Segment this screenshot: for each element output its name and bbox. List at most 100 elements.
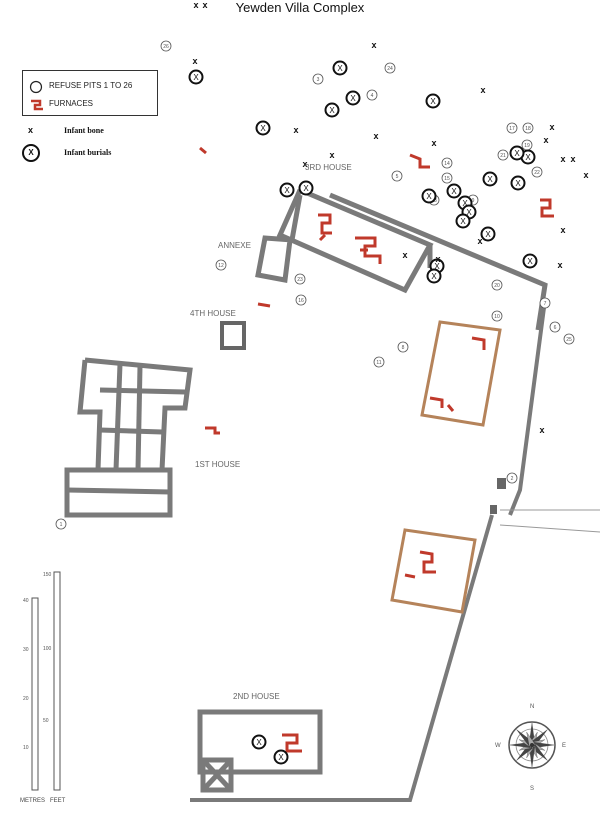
infant-bone-marker: x [373,131,378,141]
infant-bone-marker: x [549,122,554,132]
infant-burial-circle [298,180,314,196]
infant-bone-marker: x [202,0,207,10]
infant-burial-symbol: X [466,208,472,217]
infant-burial-symbol: X [485,230,491,239]
infant-burial-circle [446,183,462,199]
infant-burial-circle [273,749,289,765]
refuse-pit: 26 [160,40,172,52]
infant-bone-marker: x [431,138,436,148]
infant-bone-icon: x [28,125,34,135]
infant-burial-icon: X [22,144,40,162]
refuse-pit-circle [531,166,543,178]
refuse-pit: 20 [491,279,503,291]
refuse-pit: 21 [497,149,509,161]
refuse-pit-circle [491,310,503,322]
refuse-pit-circle [441,157,453,169]
infant-burial-circle [188,69,204,85]
refuse-pit-circle [215,259,227,271]
refuse-pit-number: 20 [494,283,500,289]
label-first-house: 1ST HOUSE [195,460,240,469]
first-house-walls [64,357,193,518]
refuse-pit-circle [506,472,518,484]
refuse-pit-number: 22 [534,170,540,176]
refuse-pit: 16 [295,294,307,306]
scale-metres-tick-30: 30 [23,647,29,653]
infant-burial-circle [421,188,437,204]
infant-burial-symbol: X [434,262,440,271]
furnace-icon [31,99,43,111]
infant-burial-symbol: X [460,217,466,226]
refuse-pit-number: 15 [444,176,450,182]
infant-burial-symbol: X [451,187,457,196]
refuse-pit-number: 14 [444,161,450,167]
compass-s: S [530,786,534,792]
scale-feet-tick-150: 150 [43,572,52,578]
gate-post-south [490,505,497,514]
refuse-pit-number: 16 [298,298,304,304]
refuse-pit-circle [366,89,378,101]
refuse-pit-number: 10 [494,314,500,320]
infant-burial-symbol: X [193,73,199,82]
label-fourth-house: 4TH HOUSE [190,309,236,318]
refuse-pit-circle [391,170,403,182]
refuse-pit-circle [373,356,385,368]
infant-burial-circle [522,253,538,269]
refuse-pit-circle [312,73,324,85]
refuse-pit: 22 [531,166,543,178]
infant-bone-marker: x [480,85,485,95]
refuse-pit-number: 21 [500,153,506,159]
refuse-pit-number: 25 [566,337,572,343]
compass-e: E [562,743,566,749]
refuse-pit-number: 3 [317,77,320,83]
refuse-pit-number: 9 [472,198,475,204]
enclosure-wall [190,299,547,802]
infant-burial-circle [255,120,271,136]
refuse-pit-circle [563,333,575,345]
refuse-pit: 14 [441,157,453,169]
furnaces [199,146,554,753]
infant-burial-marker: X [273,749,289,765]
refuse-pit-number: 24 [387,66,393,72]
refuse-pit-circle [506,122,518,134]
refuse-pit: 2 [506,472,518,484]
refuse-pit-number: 23 [297,277,303,283]
legend-infant-bone-label: Infant bone [64,126,104,135]
refuse-pit-number: 17 [509,126,515,132]
infant-bone-marker: x [302,159,307,169]
refuse-pit: 18 [522,122,534,134]
infant-burial-circle [425,93,441,109]
infant-burial-circle [251,734,267,750]
legend-furnaces: FURNACES [29,98,93,114]
infant-bone-marker: x [543,135,548,145]
infant-burial-symbol: X [284,186,290,195]
refuse-pit-circle [549,321,561,333]
refuse-pit-circle [491,279,503,291]
infant-burial-marker: X [332,60,348,76]
refuse-pit: 4 [366,89,378,101]
scale-feet-label: FEET [50,798,66,804]
infant-bone-marker: x [560,154,565,164]
infant-burial-symbol: X [426,192,432,201]
infant-burial-marker: X [455,213,471,229]
refuse-pit-number: 5 [396,174,399,180]
fourth-house-walls [220,321,246,350]
infant-burial-marker: X [480,226,496,242]
label-annexe: ANNEXE [218,241,251,250]
infant-burial-circle [426,268,442,284]
refuse-pit: 7 [539,297,551,309]
infant-burial-marker: X [421,188,437,204]
refuse-pit: 23 [294,273,306,285]
legend-refuse-pits: REFUSE PITS 1 TO 26 [29,80,132,96]
infant-bone-marker: x [570,154,575,164]
infant-bone-marker: x [371,40,376,50]
map-legend: REFUSE PITS 1 TO 26 FURNACES [22,70,158,116]
label-second-house: 2ND HOUSE [233,692,280,701]
refuse-pit-circle [384,62,396,74]
infant-bone-marker: x [583,170,588,180]
refuse-pit-circle [539,297,551,309]
infant-burial-circle [480,226,496,242]
scale-bar-feet [53,571,61,791]
